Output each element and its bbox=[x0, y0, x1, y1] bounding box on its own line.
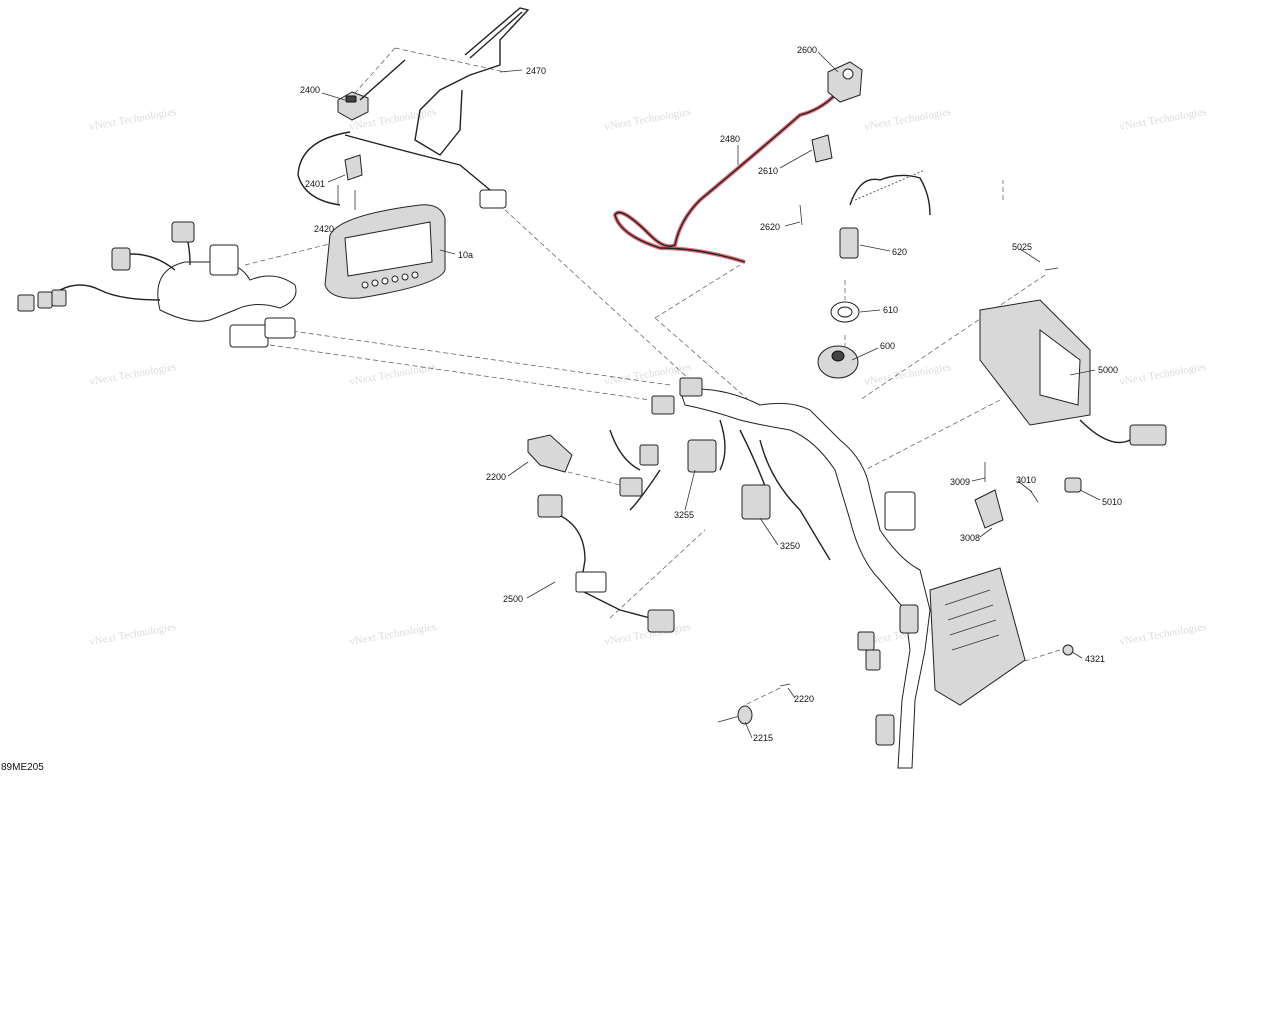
instrument-cluster-10a bbox=[324, 204, 446, 299]
callout-2400: 2400 bbox=[300, 85, 320, 95]
callout-2470: 2470 bbox=[526, 66, 546, 76]
callout-2401: 2401 bbox=[305, 179, 325, 189]
screw-2620 bbox=[799, 204, 803, 226]
callout-3008: 3008 bbox=[960, 533, 980, 543]
watermark: vNext Technologies bbox=[88, 106, 177, 133]
watermark: vNext Technologies bbox=[1118, 361, 1207, 388]
callout-600: 600 bbox=[880, 341, 895, 351]
leader-lines bbox=[321, 51, 1101, 739]
callout-10a: 10a bbox=[458, 250, 473, 260]
bracket-3008 bbox=[974, 489, 1004, 529]
callout-2480: 2480 bbox=[720, 134, 740, 144]
callout-5025: 5025 bbox=[1012, 242, 1032, 252]
connector-5010 bbox=[1064, 477, 1082, 493]
callout-2220: 2220 bbox=[794, 694, 814, 704]
callout-5000: 5000 bbox=[1098, 365, 1118, 375]
watermark: vNext Technologies bbox=[1118, 621, 1207, 648]
sensor-2215 bbox=[717, 705, 753, 725]
callout-2600: 2600 bbox=[797, 45, 817, 55]
harness-left bbox=[17, 221, 297, 348]
main-harness bbox=[609, 377, 1026, 769]
sensor-2200 bbox=[527, 434, 573, 473]
callout-5010: 5010 bbox=[1102, 497, 1122, 507]
watermark: vNext Technologies bbox=[863, 106, 952, 133]
connector-2610 bbox=[811, 134, 833, 163]
callout-2420: 2420 bbox=[314, 224, 334, 234]
nut-4321 bbox=[1062, 644, 1074, 656]
watermark: vNext Technologies bbox=[603, 361, 692, 388]
screw-5025 bbox=[1044, 267, 1059, 271]
diagram-reference-code: 89ME205 bbox=[1, 762, 44, 773]
watermark: vNext Technologies bbox=[348, 621, 437, 648]
watermark: vNext Technologies bbox=[88, 361, 177, 388]
lanyard-620 bbox=[839, 169, 931, 259]
callout-610: 610 bbox=[883, 305, 898, 315]
harness-2500 bbox=[537, 494, 675, 633]
module-5000 bbox=[979, 299, 1167, 446]
watermark: vNext Technologies bbox=[88, 621, 177, 648]
callout-2200: 2200 bbox=[486, 472, 506, 482]
watermark: vNext Technologies bbox=[603, 106, 692, 133]
screw-2220 bbox=[779, 683, 791, 687]
callout-3010: 3010 bbox=[1016, 475, 1036, 485]
harness-2480-highlight bbox=[612, 93, 837, 264]
callout-3009: 3009 bbox=[950, 477, 970, 487]
callout-2620: 2620 bbox=[760, 222, 780, 232]
callout-620: 620 bbox=[892, 247, 907, 257]
ring-610 bbox=[830, 301, 860, 323]
callout-3250: 3250 bbox=[780, 541, 800, 551]
switch-2400 bbox=[297, 59, 507, 209]
screw-3010 bbox=[1029, 489, 1039, 503]
callout-2215: 2215 bbox=[753, 733, 773, 743]
watermark: vNext Technologies bbox=[1118, 106, 1207, 133]
watermark: vNext Technologies bbox=[863, 361, 952, 388]
callout-2610: 2610 bbox=[758, 166, 778, 176]
callout-labels: 2400 2470 2401 2420 10a 2600 2480 2610 2… bbox=[300, 45, 1122, 743]
connector-2600 bbox=[827, 61, 863, 103]
callout-3255: 3255 bbox=[674, 510, 694, 520]
callout-2500: 2500 bbox=[503, 594, 523, 604]
wire-2470 bbox=[414, 7, 530, 156]
clip-2401 bbox=[337, 154, 363, 210]
callout-4321: 4321 bbox=[1085, 654, 1105, 664]
watermark: vNext Technologies bbox=[348, 361, 437, 388]
key-switch-600 bbox=[817, 345, 859, 379]
